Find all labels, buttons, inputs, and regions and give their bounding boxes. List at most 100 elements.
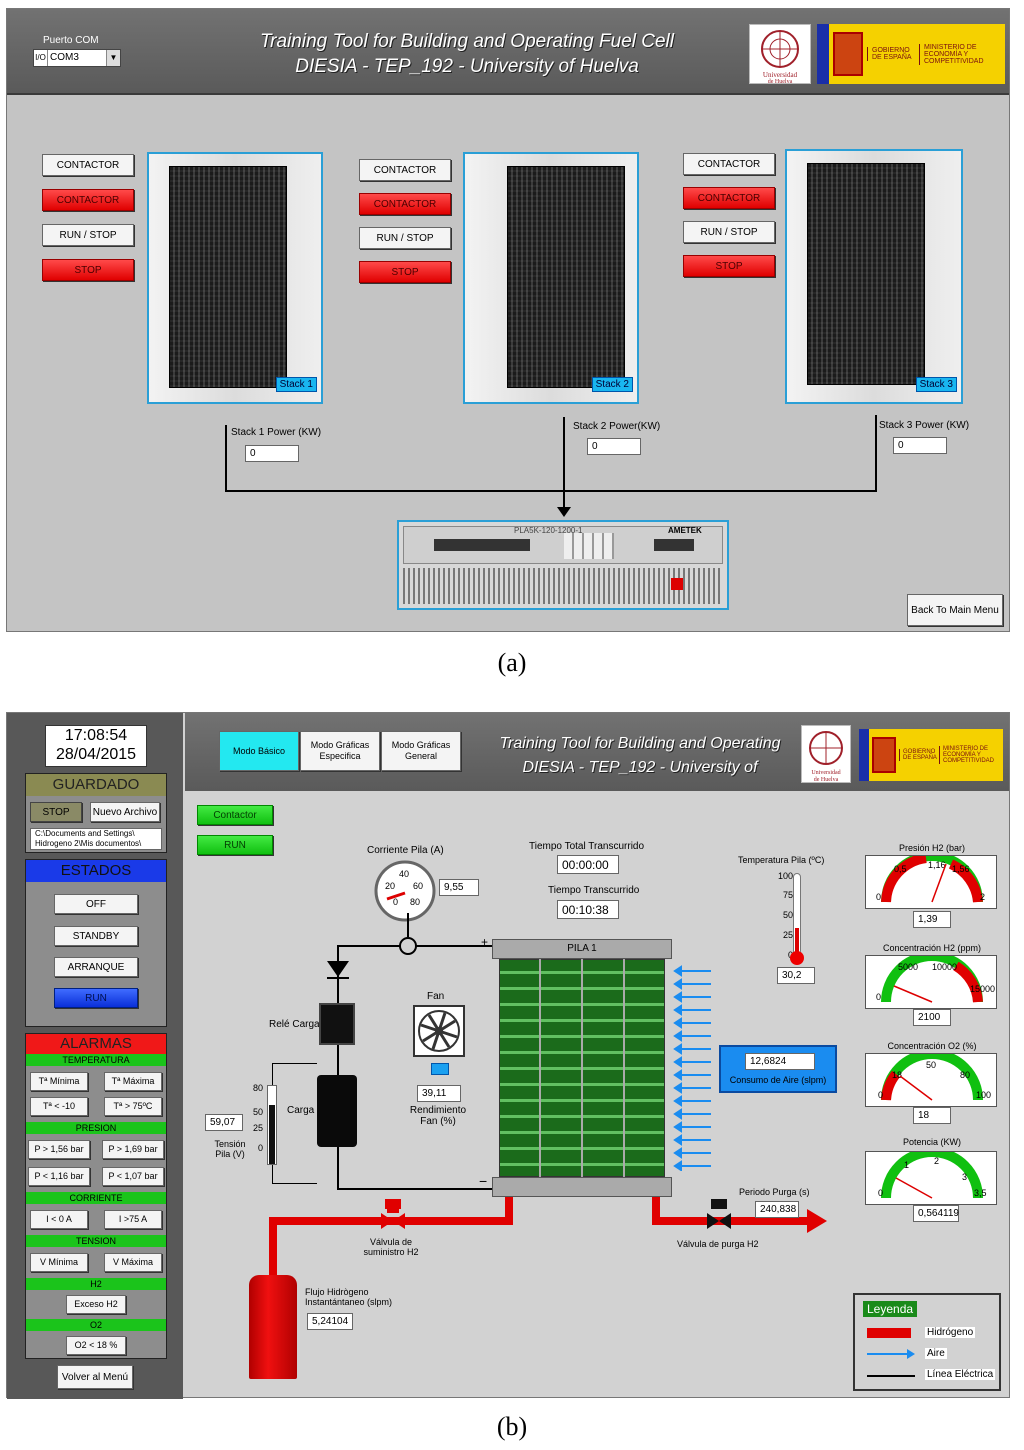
wire-stack2-down — [563, 417, 565, 491]
periodo-label: Periodo Purga (s) — [739, 1187, 810, 1197]
alarm-t-max: Tª Máxima — [104, 1072, 162, 1091]
gauge-o2-dial: 0 18 50 80 100 — [878, 1049, 991, 1101]
com-selector[interactable]: I/O COM3 ▼ — [33, 49, 121, 67]
legend-aire-arrow-icon — [907, 1349, 915, 1359]
aire-label: Consumo de Aire (slpm) — [729, 1075, 827, 1085]
temp-label: Temperatura Pila (ºC) — [738, 855, 825, 865]
temp-field: 30,2 — [777, 967, 815, 984]
wire-stack3-down — [875, 415, 877, 491]
gauge-potencia: 0 1 2 3 3,5 — [865, 1147, 997, 1205]
tension-tick-50: 50 — [252, 1107, 263, 1117]
panel-b-title-2: DIESIA - TEP_192 - University of — [522, 759, 758, 776]
valve-black-icon — [707, 1213, 731, 1229]
wire-tension-bottom — [272, 1183, 317, 1184]
stack3-power-label: Stack 3 Power (KW) — [879, 420, 970, 431]
stack3-contactor-indicator: CONTACTOR — [683, 187, 775, 209]
alarm-v1: V Mínima — [30, 1253, 88, 1272]
alarmas-section: ALARMAS TEMPERATURA Tª Mínima Tª Máxima … — [25, 1033, 167, 1359]
temp-tick-25: 25 — [782, 930, 793, 940]
tab-graficas-general[interactable]: Modo Gráficas General — [381, 731, 461, 771]
wire-tension-top — [272, 1063, 317, 1064]
gauge-h2-tick-3: 15000 — [970, 984, 995, 994]
periodo-field: 240,838 — [755, 1201, 799, 1218]
wire-bus — [225, 490, 877, 492]
thermometer-icon — [793, 873, 801, 955]
flujo-label: Flujo Hidrògeno Instantántaneo (slpm) — [305, 1287, 393, 1307]
gauge-h2-dial: 0 5000 10000 15000 — [876, 951, 995, 1003]
stack1-runstop-button[interactable]: RUN / STOP — [42, 224, 134, 246]
chevron-down-icon[interactable]: ▼ — [106, 50, 120, 66]
estado-off[interactable]: OFF — [54, 894, 138, 914]
estado-standby[interactable]: STANDBY — [54, 926, 138, 946]
gobierno-logo: GOBIERNO DE ESPAÑA MINISTERIO DE ECONOMÍ… — [817, 24, 1005, 84]
rele-label: Relé Carga — [269, 1019, 320, 1030]
com-prefix: I/O — [34, 50, 48, 66]
load-vents — [403, 568, 723, 604]
volver-menu-button[interactable]: Volver al Menú — [57, 1365, 133, 1389]
alarm-corriente-header: CORRIENTE — [26, 1192, 166, 1204]
gauge-potencia-tick-0: 0 — [878, 1188, 883, 1198]
load-display-2 — [654, 539, 694, 551]
panel-a: Puerto COM I/O COM3 ▼ Training Tool for … — [6, 8, 1010, 632]
stack3-image — [807, 163, 925, 385]
estado-run[interactable]: RUN — [54, 988, 138, 1008]
relay-icon — [319, 1003, 355, 1045]
purge-arrow-icon — [807, 1209, 827, 1233]
stack2-tag: Stack 2 — [591, 377, 633, 392]
tab-graficas-especifica[interactable]: Modo Gráficas Especifica — [300, 731, 380, 771]
alarm-t-lt: Tª < -10 — [30, 1097, 88, 1116]
electronic-load-photo: PLA5K-120-1200-1 AMETEK — [397, 520, 729, 610]
guardado-stop-button[interactable]: STOP — [30, 802, 82, 822]
stack1-contactor-indicator: CONTACTOR — [42, 189, 134, 211]
tiempo-total-label: Tiempo Total Transcurrido — [529, 841, 645, 852]
h2-tank-icon — [249, 1275, 297, 1379]
fan-status-led — [431, 1063, 449, 1075]
stack1-contactor-button[interactable]: CONTACTOR — [42, 154, 134, 176]
estado-arranque[interactable]: ARRANQUE — [54, 957, 138, 977]
caption-b: (b) — [496, 1412, 528, 1441]
nuevo-archivo-button[interactable]: Nuevo Archivo — [90, 802, 160, 822]
aire-box: 12,6824 Consumo de Aire (slpm) — [719, 1045, 837, 1093]
tab-modo-basico[interactable]: Modo Básico — [219, 731, 299, 771]
ministerio-text-b: MINISTERIO DE ECONOMÍA Y COMPETITIVIDAD — [939, 746, 997, 764]
fan-field: 39,11 — [417, 1085, 461, 1102]
stack3-contactor-button[interactable]: CONTACTOR — [683, 153, 775, 175]
back-to-main-menu-button[interactable]: Back To Main Menu — [907, 594, 1003, 626]
gauge-potencia-tick-1: 1 — [904, 1160, 909, 1170]
temp-tick-75: 75 — [782, 890, 793, 900]
alarm-p3: P < 1,16 bar — [28, 1167, 90, 1186]
gauge-potencia-dial: 0 1 2 3 3,5 — [878, 1147, 987, 1199]
gobierno-text: GOBIERNO DE ESPAÑA — [867, 47, 919, 61]
alarm-p2: P > 1,69 bar — [102, 1140, 164, 1159]
alarm-i2: I >75 A — [104, 1210, 162, 1229]
gauge-h2-field: 2100 — [913, 1009, 951, 1026]
h2-pipe-up — [505, 1197, 513, 1225]
run-indicator[interactable]: RUN — [197, 835, 273, 855]
stack3-runstop-button[interactable]: RUN / STOP — [683, 221, 775, 243]
thermometer-bulb — [790, 951, 804, 965]
svg-text:Universidad: Universidad — [811, 770, 840, 776]
alarmas-title: ALARMAS — [26, 1034, 166, 1054]
stack2-power-field: 0 — [587, 438, 641, 455]
gauge-o2-tick-2: 50 — [926, 1060, 936, 1070]
gauge-potencia-tick-3: 3 — [962, 1172, 967, 1182]
file-path-field[interactable]: C:\Documents and Settings\ Hidrogeno 2\M… — [30, 828, 162, 850]
contactor-indicator[interactable]: Contactor — [197, 805, 273, 825]
gauge-o2: 0 18 50 80 100 — [865, 1049, 997, 1107]
fan-rend-label: Rendimiento Fan (%) — [409, 1105, 467, 1127]
gauge-h2-title: Concentración H2 (ppm) — [882, 943, 982, 953]
stack3-photo: Stack 3 — [785, 149, 963, 404]
stack2-runstop-button[interactable]: RUN / STOP — [359, 227, 451, 249]
fuel-cell-dividers — [499, 959, 665, 1177]
gauge-h2: 0 5000 10000 15000 — [865, 951, 997, 1009]
tension-tick-25: 25 — [252, 1123, 263, 1133]
corriente-field: 9,55 — [439, 879, 479, 896]
stack1-stop-indicator: STOP — [42, 259, 134, 281]
gauge-presion-tick-1: 0,5 — [894, 864, 907, 874]
panel-a-title-2: DIESIA - TEP_192 - University of Huelva — [295, 56, 639, 77]
valvula-sum-label: Válvula de suministro H2 — [363, 1237, 419, 1257]
panel-b-header: Modo Básico Modo Gráficas Especifica Mod… — [185, 713, 1009, 791]
alarm-t-gt: Tª > 75ºC — [104, 1097, 162, 1116]
stack2-contactor-button[interactable]: CONTACTOR — [359, 159, 451, 181]
stack1-image — [169, 166, 287, 388]
